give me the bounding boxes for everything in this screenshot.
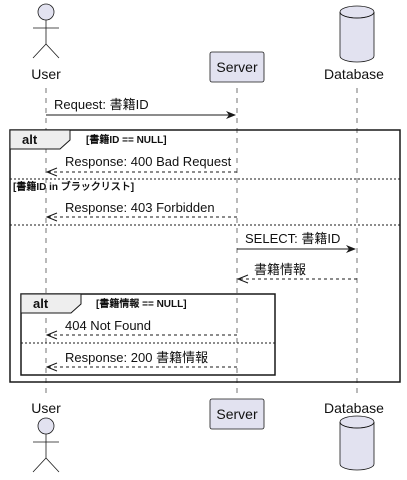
database-icon-top	[339, 5, 375, 63]
user-actor-bottom	[32, 417, 60, 473]
bookinfo-arrow-head	[236, 274, 249, 284]
server-box-top	[209, 51, 265, 83]
inner-alt-fragment	[20, 293, 276, 376]
select-message-label: SELECT: 書籍ID	[245, 231, 340, 246]
notfound-message-label: 404 Not Found	[65, 318, 151, 333]
database-icon-bottom	[339, 415, 375, 471]
outer-alt-keyword: alt	[22, 132, 38, 147]
actor-leg-right	[45, 43, 60, 59]
inner-alt-keyword: alt	[33, 296, 49, 311]
resp200-arrow-head	[45, 362, 58, 372]
db-cylinder-ring	[339, 421, 375, 429]
inner-alt-tab	[20, 293, 82, 314]
actor-head	[37, 417, 55, 435]
inner-alt-guard-1: [書籍情報 == NULL]	[96, 297, 187, 310]
user-actor-top	[32, 3, 60, 59]
actor-leg-left	[32, 43, 47, 59]
user-label-bottom: User	[31, 400, 61, 416]
server-label-bottom: Server	[216, 406, 258, 422]
bookinfo-message-label: 書籍情報	[254, 262, 306, 277]
server-label-top: Server	[216, 59, 258, 75]
request-arrow-head	[226, 111, 236, 119]
notfound-arrow-head	[45, 330, 58, 340]
actor-head	[37, 3, 55, 21]
db-cylinder-body	[339, 422, 375, 471]
actor-leg-right	[45, 457, 60, 473]
database-label-top: Database	[324, 66, 384, 82]
db-cylinder-body	[339, 12, 375, 63]
actor-leg-left	[32, 457, 47, 473]
resp200-message-label: Response: 200 書籍情報	[65, 350, 208, 365]
database-label-bottom: Database	[324, 400, 384, 416]
db-cylinder-ring	[339, 11, 375, 19]
resp400-arrow-head	[45, 167, 58, 177]
outer-alt-guard-2: [書籍ID in ブラックリスト]	[13, 180, 134, 193]
server-box-bottom	[209, 398, 265, 430]
request-message-label: Request: 書籍ID	[54, 97, 149, 112]
resp403-arrow-head	[45, 212, 58, 222]
outer-alt-fragment	[9, 129, 401, 383]
outer-alt-guard-1: [書籍ID == NULL]	[86, 133, 167, 146]
resp403-message-label: Response: 403 Forbidden	[65, 200, 215, 215]
select-arrow-head	[346, 245, 356, 253]
user-label-top: User	[31, 66, 61, 82]
resp400-message-label: Response: 400 Bad Request	[65, 154, 232, 169]
outer-alt-tab	[9, 129, 71, 150]
